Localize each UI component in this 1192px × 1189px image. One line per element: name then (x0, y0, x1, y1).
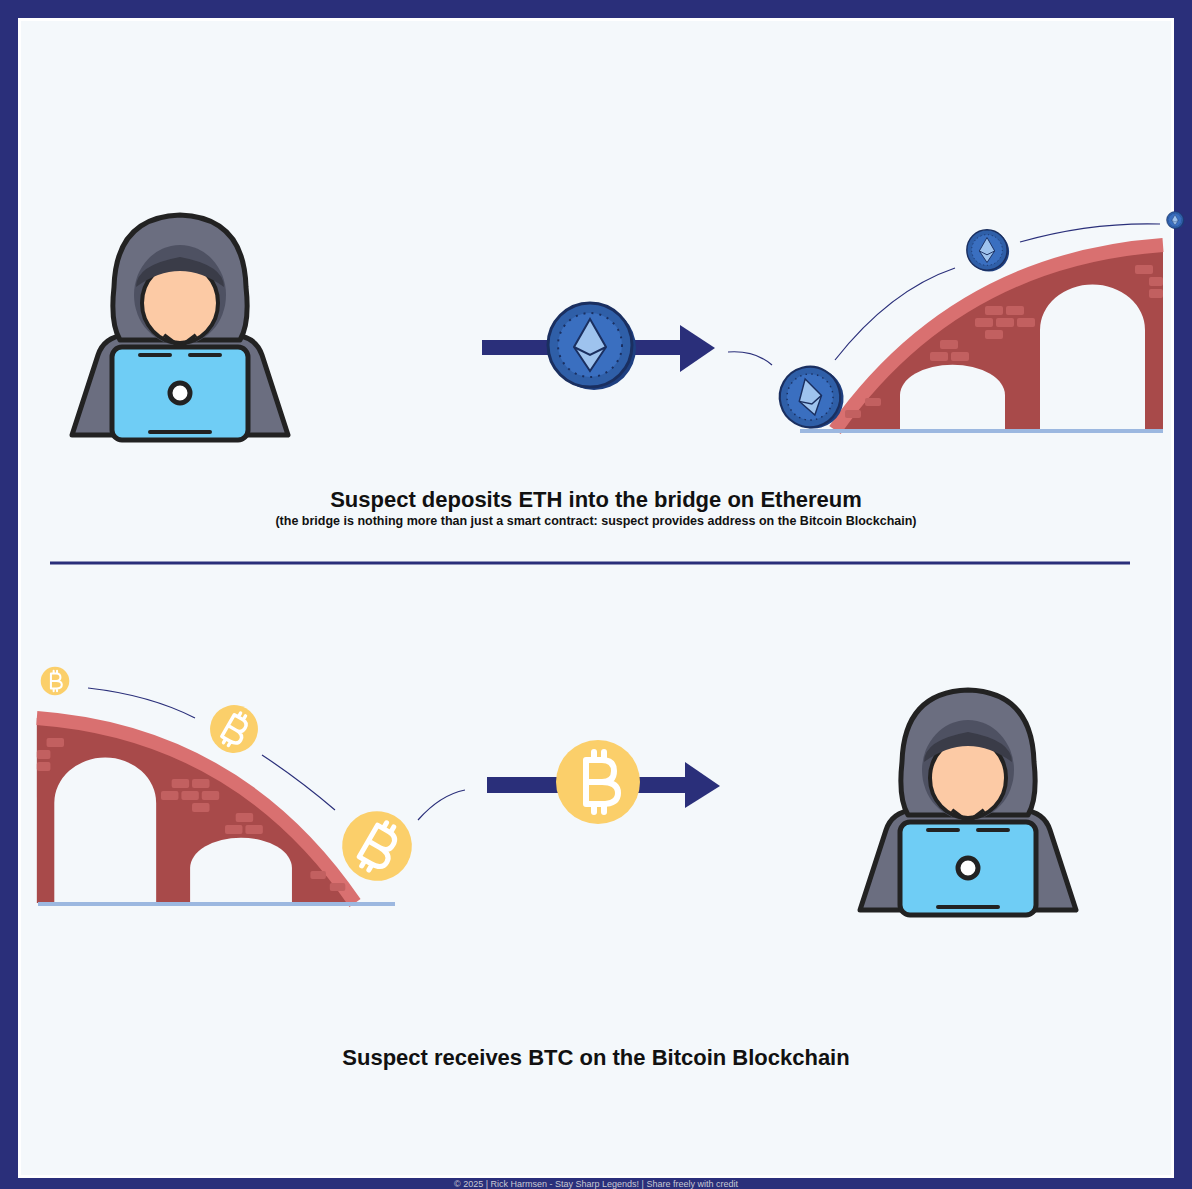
btc-coin-path-part (418, 790, 465, 820)
step-caption: Suspect deposits ETH into the bridge on … (96, 487, 1096, 512)
btc-coin-path (41, 667, 465, 894)
eth-transfer-arrow-part (680, 325, 715, 372)
ethereum-bridge-part (835, 245, 1163, 430)
btc-coin-path-part (329, 798, 424, 893)
receiver-hacker (860, 690, 1076, 915)
section-divider (50, 563, 1130, 564)
eth-coin-path-part (967, 230, 1009, 272)
bitcoin-bridge-part (38, 902, 395, 906)
eth-coin-path (728, 212, 1184, 437)
btc-transfer-arrow (487, 740, 720, 824)
credit-footer: © 2025 | Rick Harmsen - Stay Sharp Legen… (196, 1179, 996, 1189)
btc-coin-path-part (201, 696, 266, 761)
eth-transfer-arrow (482, 303, 715, 390)
ethereum-bridge (800, 245, 1163, 431)
btc-transfer-arrow-part (556, 740, 640, 824)
ethereum-bridge-part (800, 429, 1163, 433)
btc-coin-path-part (262, 755, 335, 810)
step-caption: Suspect receives BTC on the Bitcoin Bloc… (96, 1045, 1096, 1070)
btc-coin-path-part (88, 688, 195, 718)
frame-part (21, 21, 1171, 1175)
bitcoin-bridge (37, 718, 395, 904)
eth-coin-path-part (1020, 224, 1160, 242)
frame-part (18, 18, 1174, 1178)
sender-hacker (72, 215, 288, 440)
eth-coin-path-part (835, 268, 955, 360)
eth-coin-path-part (773, 359, 850, 436)
btc-transfer-arrow-part (685, 762, 720, 808)
eth-transfer-arrow-part (548, 303, 636, 390)
section-divider-part (50, 562, 1130, 565)
bitcoin-bridge-part (37, 718, 355, 903)
receiver-hacker-part (860, 690, 1076, 915)
sender-hacker-part (72, 215, 288, 440)
step-note: (the bridge is nothing more than just a … (46, 514, 1146, 528)
eth-coin-path-part (1167, 212, 1185, 229)
eth-coin-path-part (728, 352, 772, 365)
btc-coin-path-part (41, 667, 70, 696)
